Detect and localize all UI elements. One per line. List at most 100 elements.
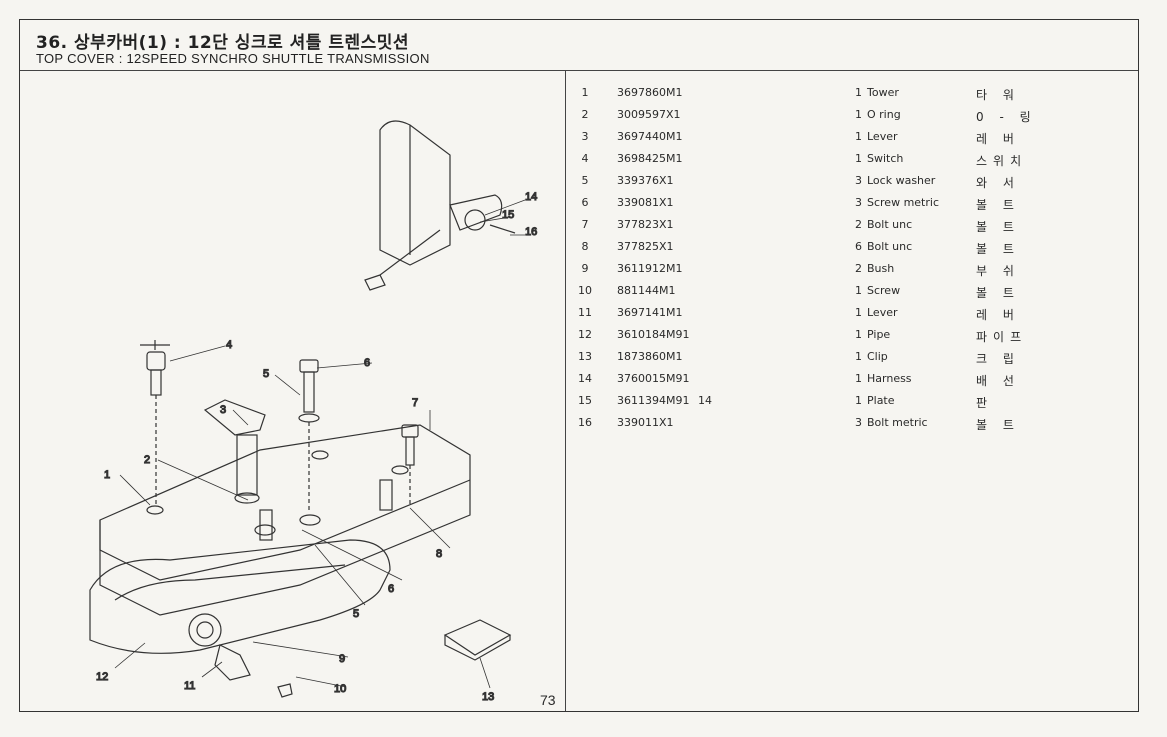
part-name-korean: 스위치 [976,154,1028,168]
part-name-korean: 판 [976,396,994,410]
part-name: Tower [867,86,899,99]
callout-13: 13 [482,691,494,703]
part-name-korean: 볼 트 [976,418,1020,432]
item-number: 4 [581,152,589,165]
callout-5: 5 [263,368,269,380]
part-name: O ring [867,108,901,121]
quantity: 3 [855,416,862,429]
part-number: 377823X1 [617,218,674,231]
part-name-korean: 배 선 [976,374,1020,388]
item-number: 11 [578,306,592,319]
title-english: TOP COVER : 12SPEED SYNCHRO SHUTTLE TRAN… [36,51,430,66]
part-name-korean: 크 립 [976,352,1020,366]
clip-drawing [443,619,512,661]
part-name: Bush [867,262,895,275]
part-number: 3760015M91 [617,372,690,385]
quantity: 2 [855,262,862,275]
tower-assembly-drawing [364,120,516,291]
exploded-parts-diagram: 14 15 16 4 6 5 3 7 2 1 8 6 5 9 12 11 10 … [20,70,565,713]
callout-1: 1 [104,469,110,481]
part-name: Bolt metric [867,416,928,429]
quantity: 1 [855,306,862,319]
part-name: Pipe [867,328,891,341]
pipe-drawing [89,539,391,698]
item-number: 10 [578,284,592,297]
item-number: 3 [581,130,589,143]
quantity: 1 [855,152,862,165]
part-name: Plate [867,394,895,407]
item-number: 5 [581,174,589,187]
item-number: 8 [581,240,589,253]
part-name: Lever [867,130,898,143]
part-number: 3697440M1 [617,130,683,143]
column-divider [565,70,566,711]
part-name-korean: 파이프 [976,330,1028,344]
quantity: 1 [855,86,862,99]
page-header: 36. 상부카버(1) : 12단 싱크로 셔틀 트렌스밋션 TOP COVER… [20,20,1138,71]
part-name-korean: 타 워 [976,88,1020,102]
part-number: 3697860M1 [617,86,683,99]
lever-drawing [203,399,266,504]
callout-7: 7 [412,397,418,409]
part-number: 339011X1 [617,416,674,429]
callout-3: 3 [220,404,226,416]
part-number: 3611912M1 [617,262,683,275]
part-number: 3697141M1 [617,306,683,319]
parts-list: 1 3697860M1 1 Tower 타 워 2 3009597X1 1 O ring 0 - … [570,82,1040,434]
quantity: 1 [855,328,862,341]
parts-list-row: 6 339081X1 3 Screw metric 볼 트 [570,192,1040,214]
callout-2: 2 [144,454,150,466]
part-name-korean: 와 서 [976,176,1020,190]
part-number: 3610184M91 [617,328,690,341]
part-name-korean: 0 - 링 [976,110,1037,124]
part-name-korean: 볼 트 [976,242,1020,256]
callout-12: 12 [96,671,108,683]
item-number: 1 [581,86,589,99]
quantity: 3 [855,196,862,209]
quantity: 1 [855,130,862,143]
part-name: Screw metric [867,196,939,209]
parts-list-row: 16 339011X1 3 Bolt metric 볼 트 [570,412,1040,434]
item-number: 2 [581,108,589,121]
title-korean: 36. 상부카버(1) : 12단 싱크로 셔틀 트렌스밋션 [36,33,410,53]
part-name: Bolt unc [867,240,913,253]
leader-lines [114,199,526,689]
item-number: 13 [578,350,592,363]
switch-drawing [140,340,170,505]
part-name-korean: 볼 트 [976,198,1020,212]
part-number: 3009597X1 [617,108,681,121]
part-number: 339376X1 [617,174,674,187]
quantity: 1 [855,284,862,297]
callout-9: 9 [339,653,345,665]
part-number: 3698425M1 [617,152,683,165]
parts-list-row: 1 3697860M1 1 Tower 타 워 [570,82,1040,104]
callout-16: 16 [525,226,537,238]
part-number: 3611394M91 [617,394,690,407]
callout-4: 4 [226,339,232,351]
bolts-drawing [259,359,419,541]
part-number: 377825X1 [617,240,674,253]
callout-6b: 6 [388,583,394,595]
part-number: 881144M1 [617,284,676,297]
part-name-korean: 부 쉬 [976,264,1020,278]
item-number: 6 [581,196,589,209]
item-number: 16 [578,416,592,429]
item-number: 15 [578,394,592,407]
callout-15: 15 [502,209,514,221]
quantity: 1 [855,394,862,407]
callout-6: 6 [364,357,370,369]
part-number: 339081X1 [617,196,674,209]
part-name: Bolt unc [867,218,913,231]
